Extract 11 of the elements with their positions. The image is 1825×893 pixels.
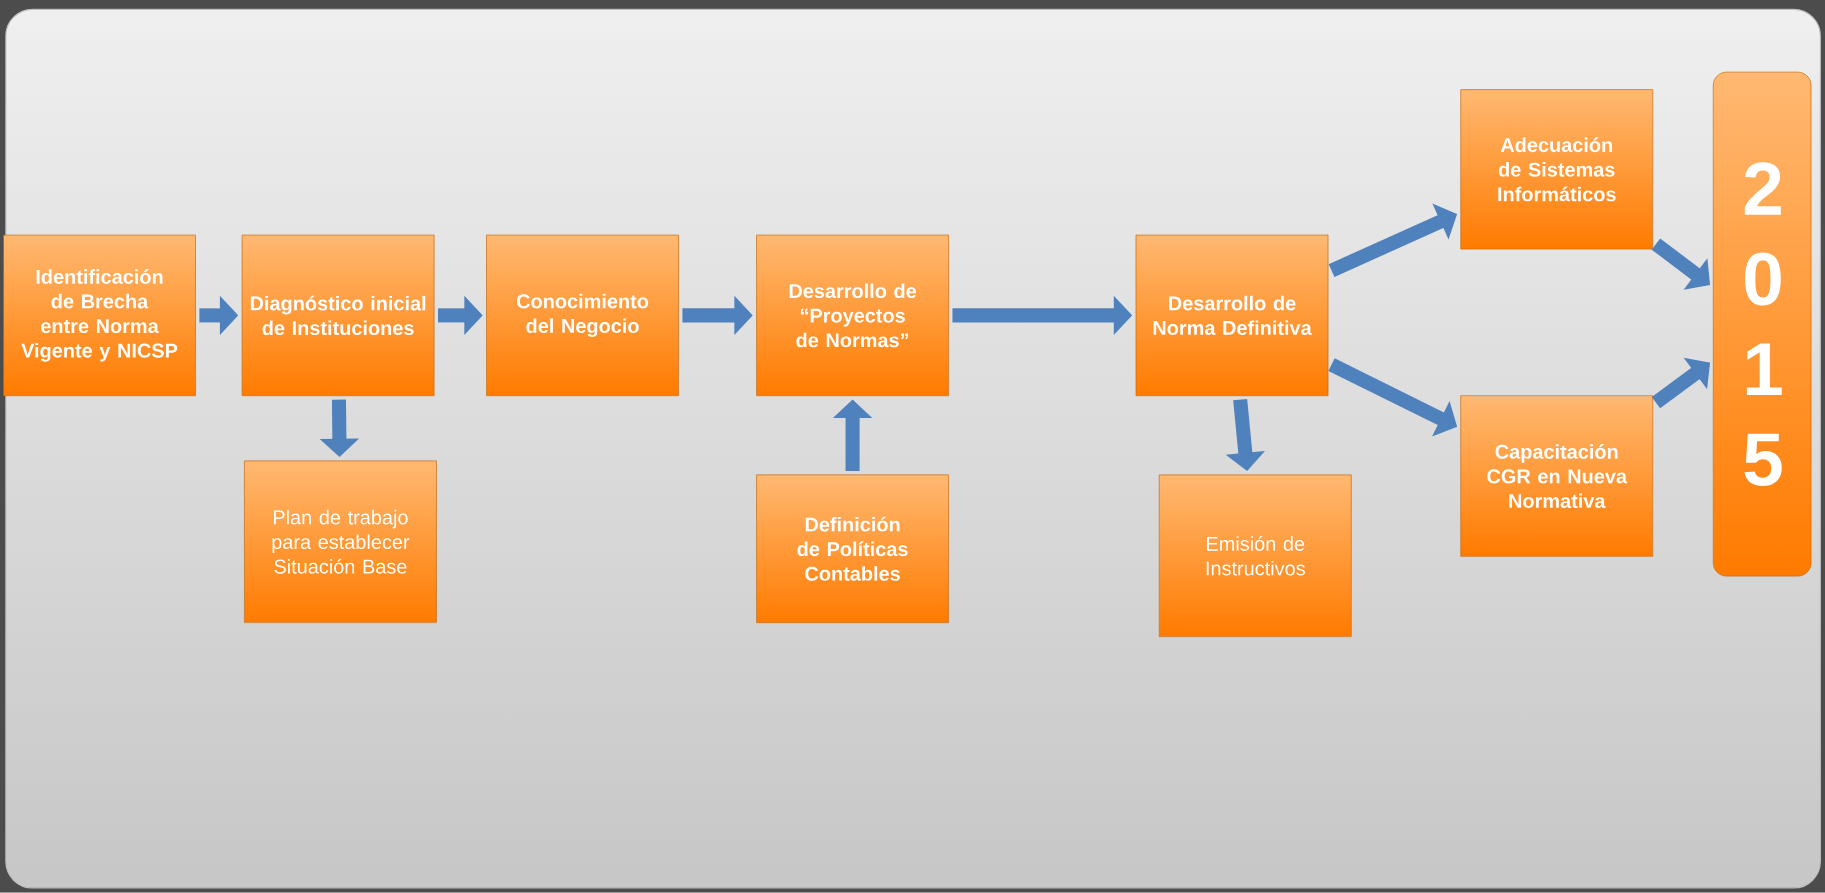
- process-box: Desarrollo de Norma Definitiva: [1135, 234, 1329, 397]
- process-box: Desarrollo de “Proyectos de Normas”: [756, 234, 949, 397]
- process-box: Diagnóstico inicial de Instituciones: [241, 234, 435, 397]
- process-box: Adecuación de Sistemas Informáticos: [1460, 89, 1654, 250]
- process-box: Definición de Políticas Contables: [756, 474, 949, 624]
- process-box: Emisión de Instructivos: [1158, 474, 1352, 638]
- process-box: Identificación de Brecha entre Norma Vigente y NICSP: [3, 234, 196, 397]
- process-box: Plan de trabajo para establecer Situación Base: [244, 460, 437, 624]
- year-bar: 2 0 1 5: [1712, 71, 1812, 577]
- process-box: Capacitación CGR en Nueva Normativa: [1460, 395, 1654, 557]
- process-box: Conocimiento del Negocio: [486, 234, 679, 397]
